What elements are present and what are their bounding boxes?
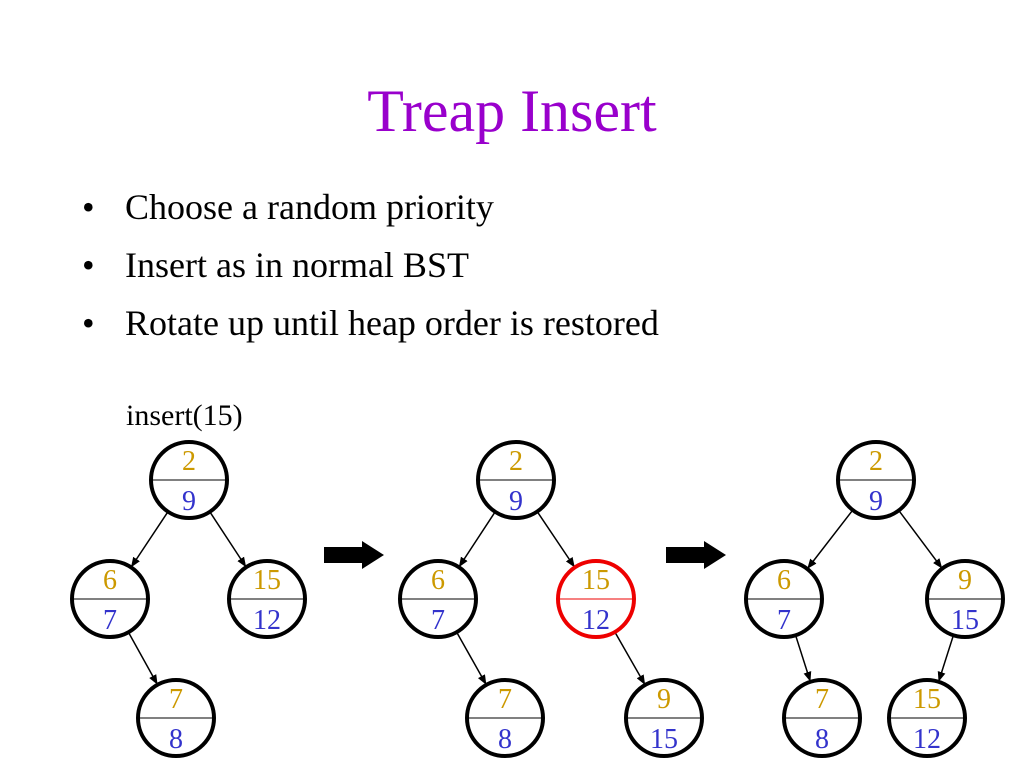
bullet-dot-icon: • bbox=[82, 245, 95, 285]
treap-node: 67 bbox=[398, 559, 478, 639]
node-priority: 8 bbox=[169, 724, 183, 755]
right-arrow-icon bbox=[666, 541, 726, 569]
node-priority: 7 bbox=[431, 605, 445, 636]
bullet-item: • Rotate up until heap order is restored bbox=[82, 294, 659, 352]
node-key: 6 bbox=[103, 565, 117, 596]
node-priority: 8 bbox=[498, 724, 512, 755]
treap-node: 29 bbox=[836, 440, 916, 520]
bullet-text: Choose a random priority bbox=[125, 187, 494, 227]
transition-arrows bbox=[324, 541, 726, 569]
node-key: 2 bbox=[182, 446, 196, 477]
bullet-text: Rotate up until heap order is restored bbox=[125, 303, 659, 343]
tree-edge bbox=[536, 511, 575, 568]
treap-node: 67 bbox=[70, 559, 150, 639]
slide-title: Treap Insert bbox=[367, 78, 657, 144]
node-priority: 9 bbox=[869, 486, 883, 517]
node-key: 15 bbox=[582, 565, 610, 596]
node-priority: 12 bbox=[253, 605, 281, 636]
treap-node: 78 bbox=[782, 678, 862, 758]
node-key: 6 bbox=[777, 565, 791, 596]
bullet-dot-icon: • bbox=[82, 187, 95, 227]
node-key: 2 bbox=[869, 446, 883, 477]
treap-node: 29 bbox=[476, 440, 556, 520]
treap-node: 67 bbox=[744, 559, 824, 639]
node-key: 7 bbox=[169, 684, 183, 715]
tree-edge bbox=[455, 631, 487, 685]
insert-caption: insert(15) bbox=[126, 399, 243, 432]
node-priority: 15 bbox=[650, 724, 678, 755]
treap-node: 29 bbox=[149, 440, 229, 520]
node-key: 7 bbox=[815, 684, 829, 715]
node-priority: 9 bbox=[182, 486, 196, 517]
bullet-text: Insert as in normal BST bbox=[125, 245, 469, 285]
node-priority: 8 bbox=[815, 724, 829, 755]
tree-edge bbox=[794, 634, 812, 682]
treap-node: 915 bbox=[624, 678, 704, 758]
tree-edge bbox=[807, 509, 854, 569]
bullet-dot-icon: • bbox=[82, 303, 95, 343]
node-priority: 12 bbox=[913, 724, 941, 755]
node-key: 9 bbox=[958, 565, 972, 596]
node-priority: 12 bbox=[582, 605, 610, 636]
tree-edge bbox=[130, 511, 169, 568]
bullet-item: • Choose a random priority bbox=[82, 178, 659, 236]
node-key: 15 bbox=[913, 684, 941, 715]
tree-edge bbox=[614, 631, 646, 686]
node-priority: 15 bbox=[951, 605, 979, 636]
tree-edge bbox=[898, 509, 943, 569]
tree-edge bbox=[937, 634, 955, 682]
node-key: 6 bbox=[431, 565, 445, 596]
node-key: 7 bbox=[498, 684, 512, 715]
treap-node: 78 bbox=[136, 678, 216, 758]
tree-edge bbox=[209, 511, 247, 568]
tree-edge bbox=[127, 631, 158, 685]
node-priority: 7 bbox=[103, 605, 117, 636]
node-key: 9 bbox=[657, 684, 671, 715]
treap-node: 78 bbox=[465, 678, 545, 758]
tree-edge bbox=[458, 511, 496, 568]
treap-node: 915 bbox=[925, 559, 1005, 639]
node-priority: 9 bbox=[509, 486, 523, 517]
bullet-list: • Choose a random priority • Insert as in … bbox=[82, 178, 659, 352]
right-arrow-icon bbox=[324, 541, 384, 569]
node-key: 2 bbox=[509, 446, 523, 477]
node-priority: 7 bbox=[777, 605, 791, 636]
node-key: 15 bbox=[253, 565, 281, 596]
bullet-item: • Insert as in normal BST bbox=[82, 236, 659, 294]
